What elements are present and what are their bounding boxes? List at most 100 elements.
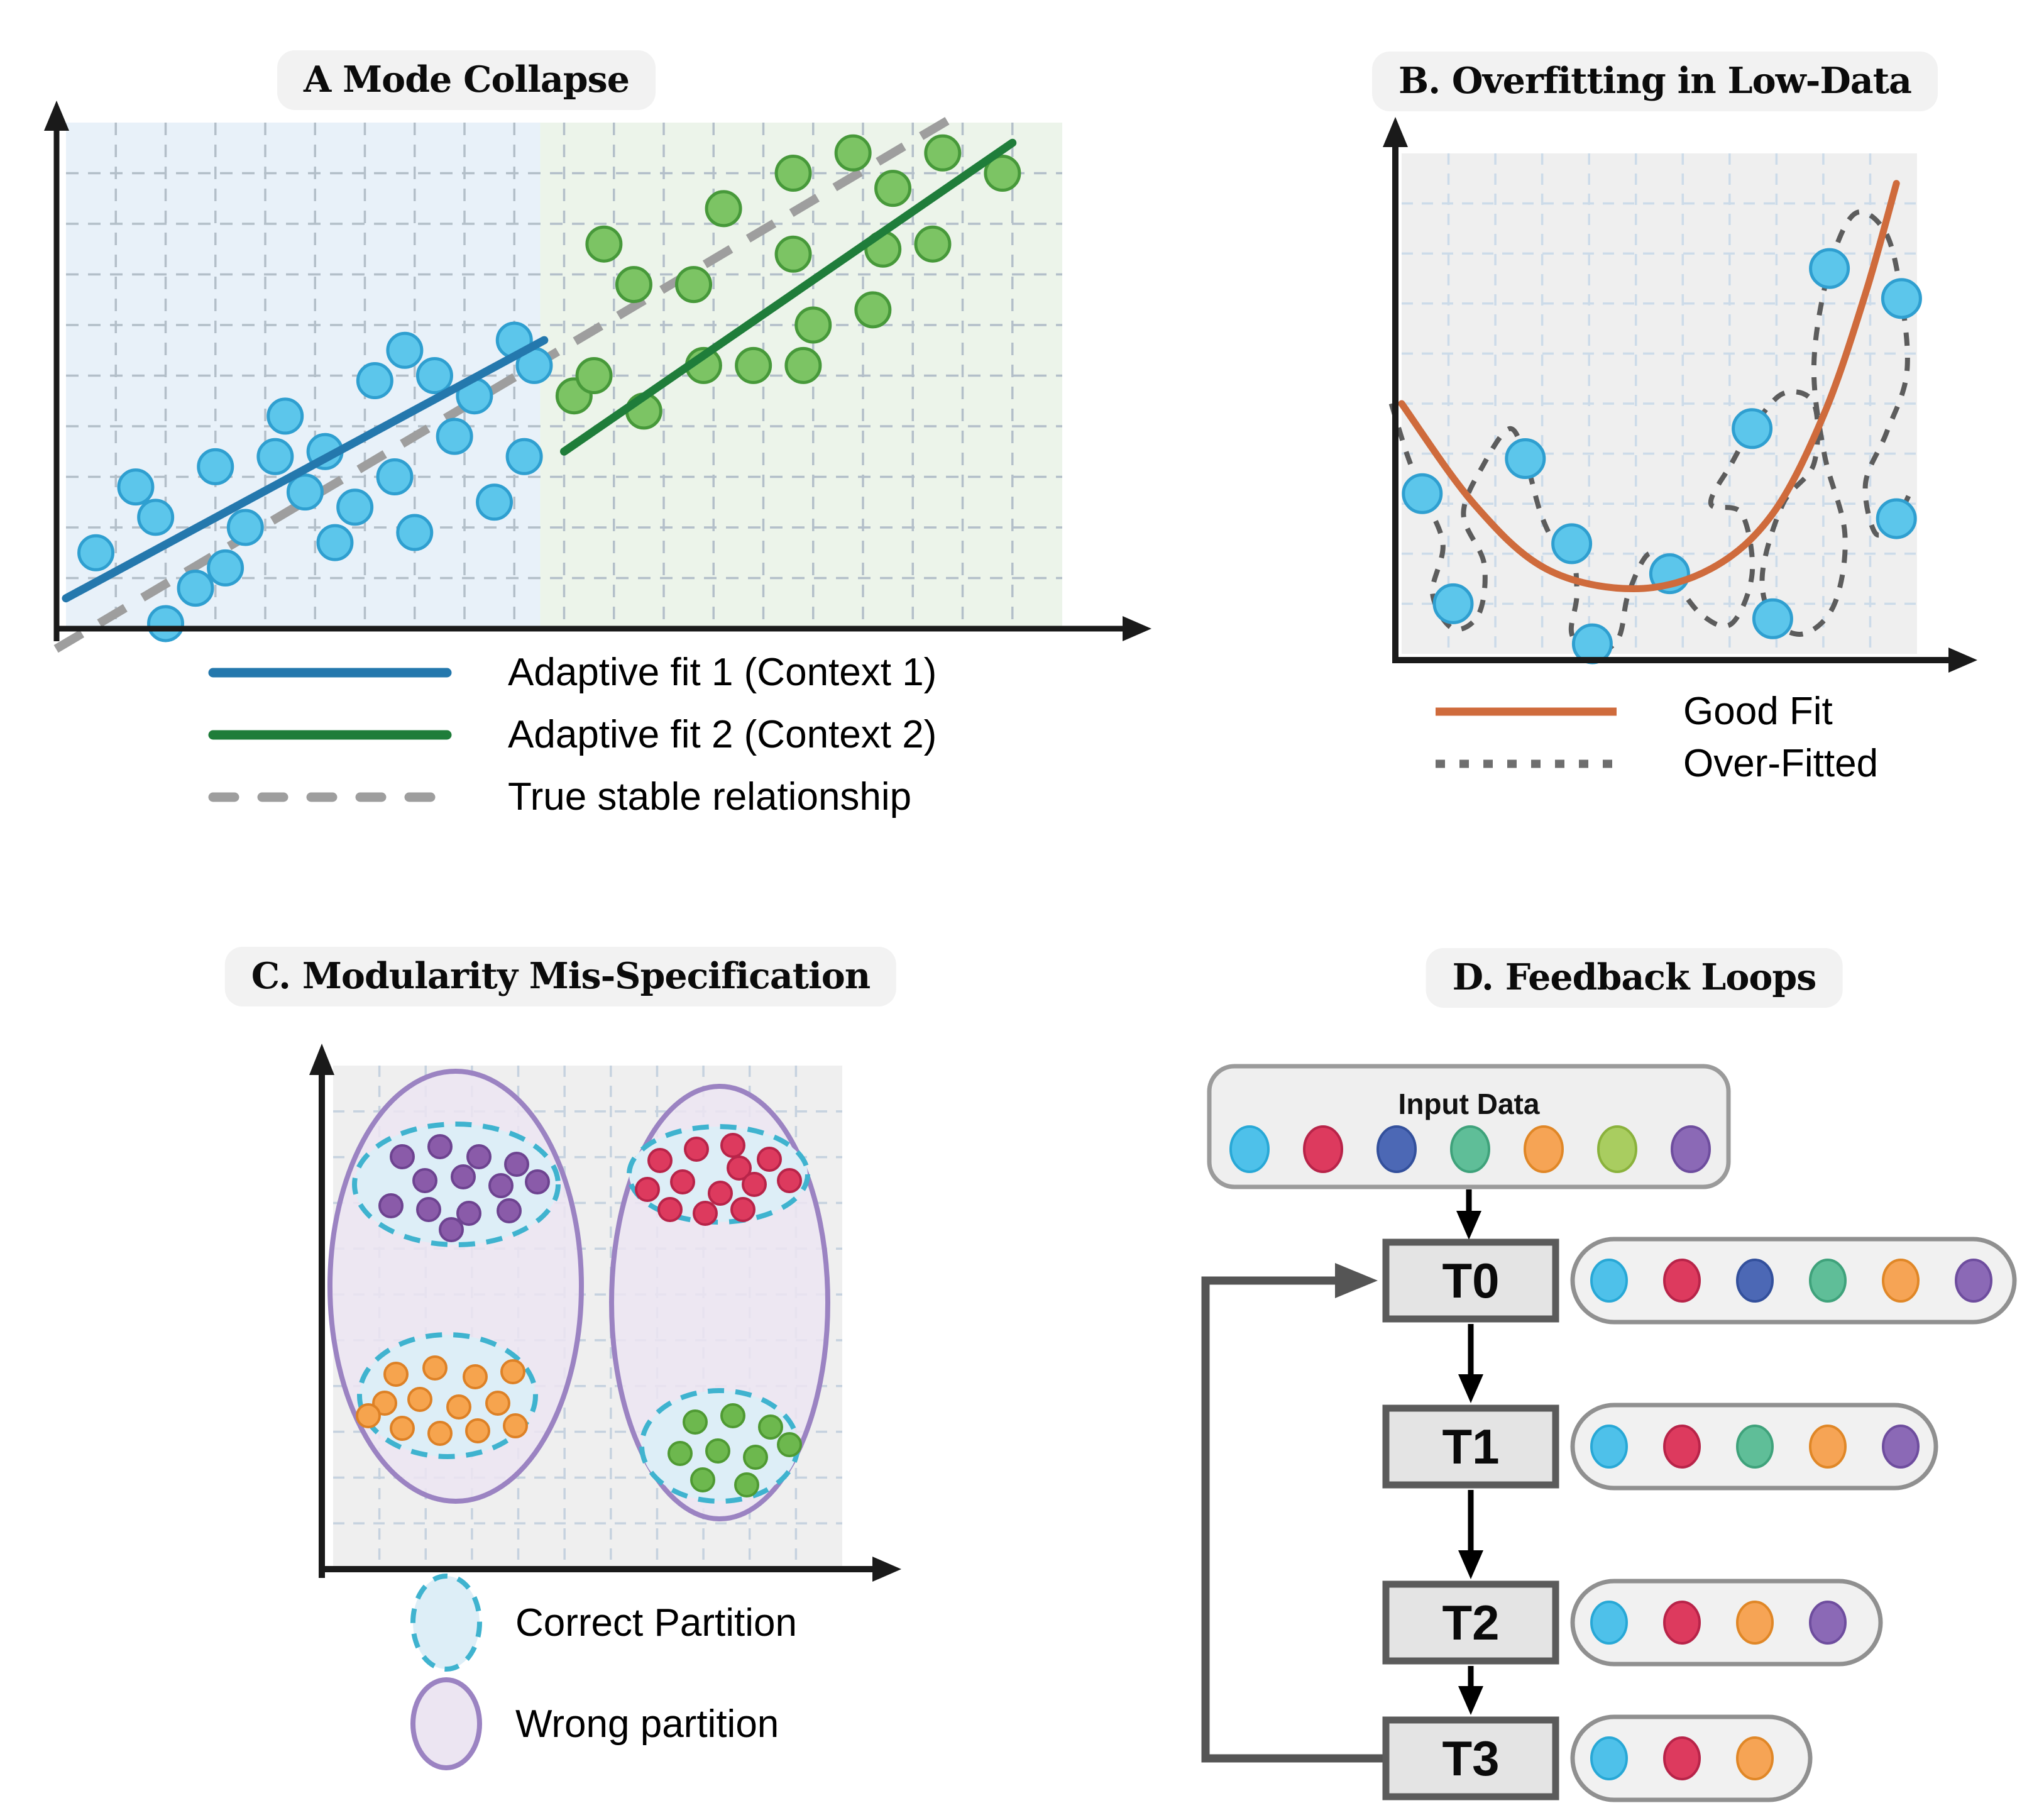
data-point	[1402, 473, 1443, 514]
context1-point	[476, 483, 514, 521]
flow-arrowhead	[1456, 1211, 1481, 1240]
flow-arrowhead	[1458, 1374, 1483, 1403]
orange-cluster-point	[356, 1403, 381, 1428]
flow-arrowhead	[1458, 1686, 1483, 1715]
context1-point	[376, 458, 414, 495]
data-point	[1809, 248, 1850, 289]
x-axis-arrow	[1948, 648, 1977, 673]
green-line-icon	[208, 730, 452, 739]
legend-label: Good Fit	[1683, 690, 1833, 733]
orange-cluster-point	[465, 1418, 490, 1443]
panel-c-title: C. Modularity Mis-Specification	[224, 947, 897, 1006]
ellipse	[410, 1574, 482, 1672]
stage-dot-indigo	[1736, 1259, 1774, 1303]
orange-cluster-point	[407, 1387, 432, 1412]
orange-cluster-point	[446, 1394, 471, 1420]
context1-point	[256, 438, 294, 475]
context2-point	[784, 346, 822, 384]
red-cluster-point	[635, 1177, 660, 1202]
stage-dot-purple	[1882, 1425, 1920, 1469]
context1-point	[207, 549, 245, 587]
feedback-loop-arrowhead	[1335, 1263, 1378, 1298]
input-dot-yellowgreen	[1597, 1125, 1637, 1173]
data-point	[1505, 438, 1546, 480]
green-cluster-point	[734, 1472, 759, 1497]
stage-dot-cyan	[1590, 1601, 1628, 1645]
purple-cluster-point	[439, 1217, 464, 1242]
panel-a-legend: Adaptive fit 1 (Context 1) Adaptive fit …	[207, 650, 937, 837]
red-cluster-point	[670, 1169, 695, 1194]
dashed-ellipse-icon	[410, 1574, 482, 1672]
orange-cluster-point	[485, 1391, 510, 1416]
context1-point	[396, 514, 434, 551]
context1-region	[66, 123, 541, 629]
context1-point	[286, 473, 324, 511]
stage-pill-T0	[1570, 1237, 2017, 1325]
true-relationship-line	[53, 113, 955, 653]
context2-point	[615, 266, 652, 304]
adaptive-fit-1-line	[62, 336, 549, 603]
red-cluster-point	[730, 1197, 756, 1222]
stage-dot-cyan	[1590, 1425, 1628, 1469]
x-axis-arrow	[872, 1557, 901, 1582]
stage-dot-crimson	[1663, 1736, 1701, 1780]
input-dot-teal	[1450, 1125, 1490, 1173]
purple-cluster-point	[416, 1197, 441, 1222]
stage-dot-teal	[1736, 1425, 1774, 1469]
context1-point	[226, 509, 264, 546]
legend-label: Wrong partition	[515, 1702, 779, 1746]
input-data-label: Input Data	[1398, 1088, 1540, 1120]
green-cluster-point	[668, 1441, 693, 1466]
legend-label: Adaptive fit 2 (Context 2)	[508, 713, 937, 756]
stage-dot-orange	[1809, 1425, 1847, 1469]
purple-cluster-point	[525, 1169, 550, 1194]
context2-point	[854, 291, 892, 329]
blue-line-icon	[208, 668, 452, 677]
context2-point	[914, 225, 952, 263]
legend-row-correct-partition: Correct Partition	[407, 1572, 797, 1673]
legend-row-over-fitted: Over-Fitted	[1432, 741, 1878, 786]
context1-point	[436, 417, 473, 455]
legend-row-adaptive-fit-1: Adaptive fit 1 (Context 1)	[207, 650, 937, 695]
context1-point	[356, 362, 393, 400]
input-dot-purple	[1671, 1125, 1711, 1173]
green-cluster-point	[705, 1438, 730, 1464]
legend-row-true-relationship: True stable relationship	[207, 775, 937, 819]
input-dot-cyan	[1229, 1125, 1270, 1173]
stage-label-T2: T2	[1442, 1595, 1499, 1650]
orange-cluster-point	[503, 1413, 528, 1438]
context2-point	[834, 134, 872, 172]
gray-dashed-line-icon	[208, 792, 452, 802]
feedback-loop-line	[1201, 1276, 1386, 1763]
y-axis-arrow	[309, 1044, 334, 1075]
context1-point	[505, 438, 543, 475]
purple-cluster-point	[504, 1152, 529, 1177]
purple-cluster-point	[456, 1201, 481, 1226]
data-point	[1876, 498, 1917, 539]
orange-cluster-point	[427, 1421, 453, 1446]
context2-point	[984, 155, 1021, 192]
orange-cluster-point	[372, 1391, 397, 1416]
stage-box-T2	[1382, 1580, 1559, 1665]
y-axis-arrow	[44, 101, 69, 131]
red-cluster-point	[777, 1168, 802, 1193]
panel-a-plot	[44, 101, 1151, 653]
stage-dot-cyan	[1590, 1736, 1628, 1780]
panel-b-plot	[1383, 117, 1977, 673]
legend-label: Over-Fitted	[1683, 742, 1879, 785]
orange-cluster-point	[422, 1355, 448, 1381]
stage-dot-cyan	[1590, 1259, 1628, 1303]
stage-box-T1	[1382, 1404, 1559, 1489]
x-axis-arrow	[1123, 616, 1151, 641]
red-cluster-point	[757, 1147, 782, 1172]
stage-box-T3	[1382, 1716, 1559, 1800]
input-dot-orange	[1524, 1125, 1564, 1173]
context1-point	[316, 524, 354, 561]
context1-point	[147, 605, 184, 642]
green-cluster-point	[720, 1403, 745, 1428]
stage-label-T3: T3	[1442, 1731, 1499, 1786]
stage-dot-orange	[1882, 1259, 1920, 1303]
legend-row-wrong-partition: Wrong partition	[407, 1676, 797, 1772]
